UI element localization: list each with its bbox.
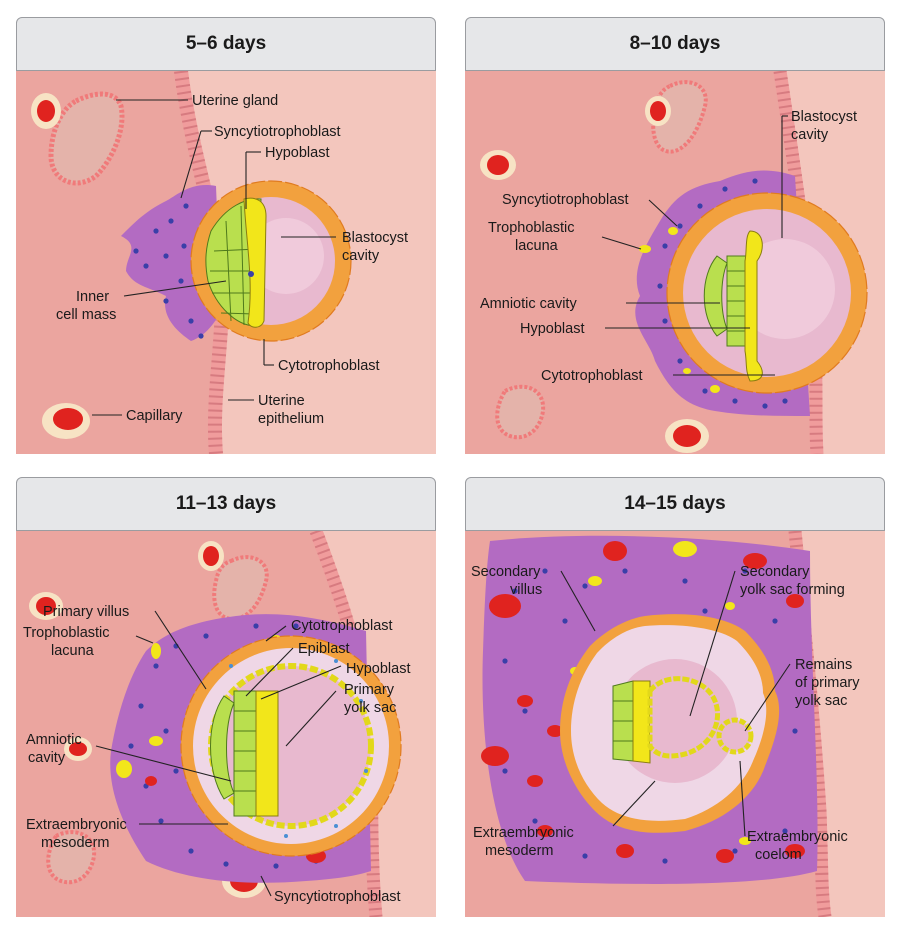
- hypoblast: [255, 690, 279, 817]
- label-epithelium-line2: epithelium: [258, 411, 324, 427]
- panel-11-13-days: 11–13 days: [16, 477, 436, 917]
- epiblast: [233, 690, 257, 817]
- uterine-gland: [48, 91, 125, 186]
- label-epiblast: Epiblast: [298, 641, 350, 657]
- label-amniotic-line1: Amniotic: [26, 732, 82, 748]
- label-mesoderm-line1: Extraembryonic: [473, 825, 574, 841]
- labels: Blastocyst cavity Syncytiotrophoblast Tr…: [480, 109, 857, 384]
- syncytio-nuclei: [133, 203, 204, 339]
- remains-primary-yolk-sac: [716, 717, 754, 755]
- syncytio-nuclei: [657, 178, 788, 409]
- label-lacuna-line2: lacuna: [515, 238, 559, 254]
- hypoblast: [243, 197, 267, 328]
- hypoblast: [632, 680, 651, 764]
- label-coelom-line1: Extraembryonic: [747, 829, 848, 845]
- label-remains-line1: Remains: [795, 657, 852, 673]
- label-hypoblast: Hypoblast: [520, 321, 584, 337]
- label-amniotic-line2: cavity: [28, 750, 66, 766]
- label-syncytiotrophoblast: Syncytiotrophoblast: [274, 889, 401, 905]
- label-remains-line2: of primary: [795, 675, 860, 691]
- label-villus-line2: villus: [510, 582, 542, 598]
- label-capillary: Capillary: [126, 408, 183, 424]
- secondary-yolk-sac: [647, 676, 721, 759]
- label-mesoderm-line2: mesoderm: [485, 843, 554, 859]
- amnion: [210, 695, 235, 800]
- syncytiotrophoblast: [121, 184, 221, 341]
- label-blastocyst-line2: cavity: [342, 248, 380, 264]
- label-hypoblast: Hypoblast: [346, 661, 410, 677]
- uterine-gland: [495, 384, 546, 440]
- implantation-diagram-day5: Uterine gland Syncytiotrophoblast Hypobl…: [16, 71, 436, 454]
- implantation-diagram-day11: Primary villus Trophoblastic lacuna Cyto…: [16, 531, 436, 917]
- maternal-blood-lacunae: [481, 541, 805, 863]
- label-amniotic-cavity: Amniotic cavity: [480, 296, 577, 312]
- label-cytotrophoblast: Cytotrophoblast: [291, 618, 393, 634]
- panel-5-6-days: 5–6 days: [16, 17, 436, 454]
- uterine-gland: [46, 830, 97, 885]
- labels: Uterine gland Syncytiotrophoblast Hypobl…: [56, 93, 408, 427]
- panel-8-10-days: 8–10 days: [465, 17, 885, 454]
- label-lacuna-line1: Trophoblastic: [23, 625, 110, 641]
- label-cytotrophoblast: Cytotrophoblast: [541, 368, 643, 384]
- label-syncytiotrophoblast: Syncytiotrophoblast: [502, 192, 629, 208]
- label-remains-line3: yolk sac: [795, 693, 847, 709]
- label-villus-line1: Secondary: [471, 564, 541, 580]
- label-lacuna-line2: lacuna: [51, 643, 95, 659]
- panel-title: 14–15 days: [465, 477, 885, 531]
- labels: Secondary villus Secondary yolk sac form…: [471, 564, 860, 863]
- uterine-gland: [212, 555, 269, 622]
- amniotic-cavity-lining: [703, 255, 728, 337]
- label-epithelium-line1: Uterine: [258, 393, 305, 409]
- mesoderm-cells: [229, 659, 368, 838]
- implantation-diagram-day8: Blastocyst cavity Syncytiotrophoblast Tr…: [465, 71, 885, 454]
- panel-title: 11–13 days: [16, 477, 436, 531]
- panel-14-15-days: 14–15 days: [465, 477, 885, 917]
- label-primary-villus: Primary villus: [43, 604, 129, 620]
- syncytio-nuclei: [502, 568, 798, 864]
- label-blastocyst-line1: Blastocyst: [342, 230, 408, 246]
- label-mesoderm-line1: Extraembryonic: [26, 817, 127, 833]
- syncytio-nuclei: [128, 623, 319, 869]
- label-inner-line2: cell mass: [56, 307, 116, 323]
- implantation-diagram-day14: Secondary villus Secondary yolk sac form…: [465, 531, 885, 917]
- hypoblast: [744, 230, 763, 382]
- labels: Primary villus Trophoblastic lacuna Cyto…: [23, 604, 410, 905]
- label-lacuna-line1: Trophoblastic: [488, 220, 575, 236]
- label-cytotrophoblast: Cytotrophoblast: [278, 358, 380, 374]
- panel-title: 8–10 days: [465, 17, 885, 71]
- label-inner-line1: Inner: [76, 289, 109, 305]
- label-blastocyst-line2: cavity: [791, 127, 829, 143]
- label-secondary-yolk-line1: Secondary: [740, 564, 810, 580]
- label-coelom-line2: coelom: [755, 847, 802, 863]
- label-secondary-yolk-line2: yolk sac forming: [740, 582, 845, 598]
- label-hypoblast: Hypoblast: [265, 145, 329, 161]
- trophoblastic-lacunae: [639, 227, 720, 393]
- label-yolk-line2: yolk sac: [344, 700, 396, 716]
- label-syncytiotrophoblast: Syncytiotrophoblast: [214, 124, 341, 140]
- panel-title: 5–6 days: [16, 17, 436, 71]
- label-blastocyst-line1: Blastocyst: [791, 109, 857, 125]
- label-yolk-line1: Primary: [344, 682, 395, 698]
- label-mesoderm-line2: mesoderm: [41, 835, 110, 851]
- label-uterine-gland: Uterine gland: [192, 93, 278, 109]
